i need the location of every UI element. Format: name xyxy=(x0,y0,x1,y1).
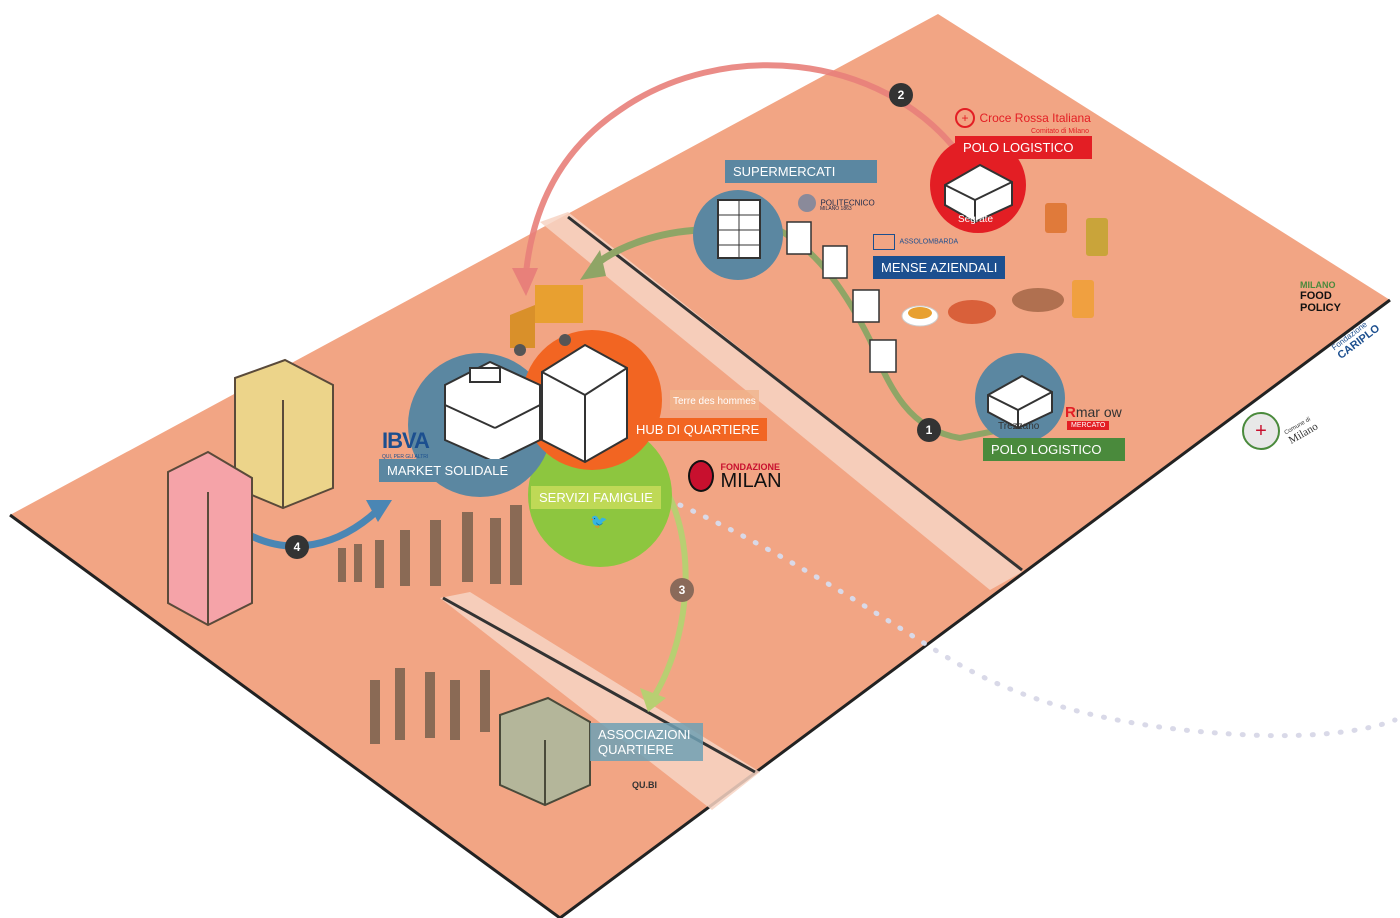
assolombarda-logo: ASSOLOMBARDA xyxy=(873,233,958,251)
pink-residential-building xyxy=(167,450,253,627)
people-queue-figures xyxy=(338,505,522,588)
servizi-famiglie-label: SERVIZI FAMIGLIE xyxy=(531,486,661,509)
milan-crest-icon xyxy=(688,460,714,492)
terre-des-hommes-logo: Terre des hommes xyxy=(670,390,759,410)
food-policy-milano-text: MILANO xyxy=(1300,280,1336,290)
policy-text: POLICY xyxy=(1300,302,1341,314)
step-3-badge: 3 xyxy=(670,578,694,602)
market-solidale-label: MARKET SOLIDALE xyxy=(379,459,517,482)
croce-rossa-logo: + Croce Rossa Italiana Comitato di Milan… xyxy=(955,108,1091,135)
food-jars-icon xyxy=(901,203,1108,327)
supermarket-building-icon xyxy=(717,199,761,259)
politecnico-text: POLITECNICO xyxy=(820,198,875,208)
arrow-step-2 xyxy=(522,62,963,286)
assolombarda-text: ASSOLOMBARDA xyxy=(899,238,959,246)
office-building-icon xyxy=(822,245,848,279)
polo-logistico-segrate-label: POLO LOGISTICO xyxy=(955,136,1092,159)
fondazione-text: FONDAZIONE xyxy=(720,462,780,472)
milan-text: MILAN xyxy=(720,470,782,492)
comune-crest-icon: + xyxy=(1242,412,1280,450)
twitter-icon: 🐦 xyxy=(590,513,608,529)
assolombarda-icon xyxy=(873,233,895,250)
associazioni-building xyxy=(499,696,591,807)
step-4-badge: 4 xyxy=(285,535,309,559)
mense-aziendali-label: MENSE AZIENDALI xyxy=(873,256,1006,279)
recup-subtext: MERCATO xyxy=(1067,421,1110,430)
associazioni-line-2: QUARTIERE xyxy=(598,742,674,757)
segrate-place-label: Segrate xyxy=(958,214,994,225)
arrow-step-2-head xyxy=(512,268,538,296)
road-top xyxy=(540,212,1022,590)
terre-des-hommes-text: Terre des hommes xyxy=(673,396,756,407)
step-1-badge: 1 xyxy=(917,418,941,442)
office-building-icon xyxy=(869,339,897,373)
food-policy-logo: MILANO FOOD POLICY xyxy=(1292,280,1341,314)
arrow-step-4-head xyxy=(366,500,392,522)
road-bottom-edge xyxy=(442,596,756,774)
qubi-text: QU.BI xyxy=(632,780,658,790)
ibva-subtext: QUI, PER GLI ALTRI xyxy=(382,454,429,460)
arrow-green-supermercati xyxy=(592,226,701,268)
office-building-icon xyxy=(852,289,880,323)
supermercati-label: SUPERMERCATI xyxy=(725,160,877,183)
hub-di-quartiere-label: HUB DI QUARTIERE xyxy=(628,418,768,441)
politecnico-logo: POLITECNICO MILANO 1863 xyxy=(798,194,875,212)
recup-text: mar ow xyxy=(1075,404,1122,420)
arrow-green-head xyxy=(580,250,606,280)
dotted-path xyxy=(677,502,1398,739)
food-text: FOOD xyxy=(1300,290,1332,302)
arrow-step-3-head xyxy=(640,688,666,712)
recup-logo: Rmar ow MERCATO xyxy=(1065,404,1122,430)
associazioni-quartiere-label: ASSOCIAZIONI QUARTIERE xyxy=(590,723,703,761)
croce-rossa-subtext: Comitato di Milano xyxy=(1031,128,1089,135)
qubi-logo: QU.BI xyxy=(632,780,657,790)
croce-rossa-text: Croce Rossa Italiana xyxy=(979,111,1091,125)
people-bottom-figures xyxy=(370,668,490,744)
red-cross-icon: + xyxy=(955,108,975,128)
fondazione-milan-logo: FONDAZIONE MILAN xyxy=(688,460,782,492)
politecnico-seal-icon xyxy=(798,194,816,212)
market-store-icon xyxy=(444,360,541,464)
politecnico-subtext: MILANO 1863 xyxy=(820,206,852,213)
office-building-icon xyxy=(786,221,812,255)
ibva-text: IBVA xyxy=(382,428,430,453)
associazioni-line-1: ASSOCIAZIONI xyxy=(598,727,691,742)
road-top-edge xyxy=(567,215,1023,572)
delivery-truck-icon xyxy=(510,285,583,356)
warehouse-trezzano-icon xyxy=(987,374,1053,430)
ground-edge-front xyxy=(9,298,1391,918)
trezzano-place-label: Trezzano xyxy=(998,421,1040,432)
step-2-badge: 2 xyxy=(889,83,913,107)
comune-milano-logo: + Comune di Milano xyxy=(1242,412,1321,450)
hub-building-icon xyxy=(541,343,628,464)
warehouse-segrate-icon xyxy=(944,163,1013,224)
arrow-step-4 xyxy=(238,507,381,550)
recup-r-mark: R xyxy=(1065,404,1076,421)
polo-logistico-trezzano-label: POLO LOGISTICO xyxy=(983,438,1125,461)
ibva-logo: IBVA QUI, PER GLI ALTRI xyxy=(382,428,430,460)
